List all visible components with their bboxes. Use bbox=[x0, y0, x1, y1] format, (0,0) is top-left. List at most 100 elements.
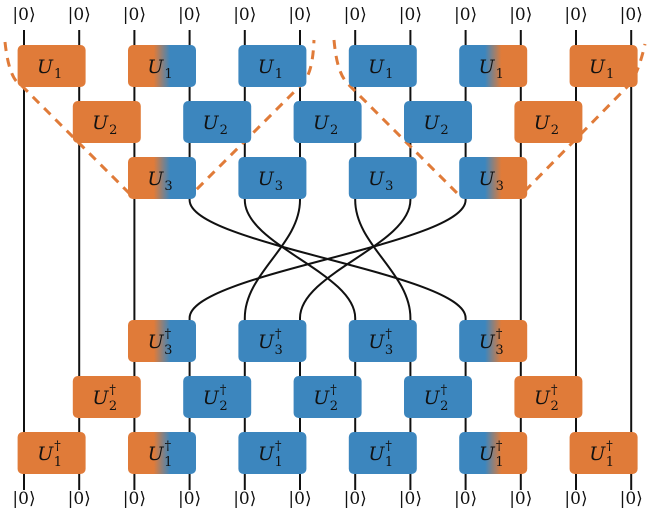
gate-decoder-U1-dagger-wires-2-3: U†1 bbox=[128, 432, 196, 474]
gate-label: U3 bbox=[147, 168, 172, 194]
ket-zero-bottom-6: |0⟩ bbox=[344, 489, 367, 509]
gate-label: U1 bbox=[258, 56, 283, 82]
crossing-wire-7-to-5 bbox=[299, 199, 412, 319]
gate-box bbox=[293, 101, 362, 143]
gate-encoder-U2-wires-5-6: U2 bbox=[293, 101, 362, 143]
gate-encoder-U3-wires-8-9: U3 bbox=[459, 157, 528, 199]
ket-labels: |0⟩ |0⟩ |0⟩ |0⟩ |0⟩ |0⟩ |0⟩ |0⟩ |0⟩ |0⟩ |0⟩ |0⟩ |0⟩ |… bbox=[12, 5, 642, 509]
ket-zero-bottom-9: |0⟩ bbox=[509, 489, 532, 509]
gate-encoder-U1-wires-8-9: U1 bbox=[459, 45, 528, 87]
ket-zero-top-2: |0⟩ bbox=[123, 5, 146, 25]
gate-label: U†3 bbox=[148, 327, 173, 358]
gate-decoder-U2-dagger-wires-5-6: U†2 bbox=[293, 376, 362, 418]
gate-label: U†2 bbox=[313, 383, 338, 414]
gate-label: U1 bbox=[37, 56, 62, 82]
gate-box bbox=[238, 45, 307, 87]
gate-label: U†1 bbox=[368, 439, 393, 470]
light-cones bbox=[3, 39, 647, 198]
gate-encoder-U1-wires-0-1: U1 bbox=[17, 45, 86, 87]
gate-box bbox=[183, 101, 252, 143]
gate-label: U3 bbox=[479, 168, 504, 194]
ket-zero-top-3: |0⟩ bbox=[178, 5, 201, 25]
ket-zero-bottom-8: |0⟩ bbox=[454, 489, 477, 509]
gate-decoder-U3-dagger-wires-6-7: U†3 bbox=[348, 320, 417, 362]
gate-encoder-U2-wires-9-10: U2 bbox=[514, 101, 583, 143]
gate-label: U1 bbox=[589, 56, 614, 82]
crossing-wire-8-to-3 bbox=[188, 199, 467, 319]
gate-label: U2 bbox=[423, 112, 448, 138]
gate-decoder-U1-dagger-wires-10-11: U†1 bbox=[569, 432, 638, 474]
qubit-wires bbox=[23, 30, 633, 490]
gate-box bbox=[459, 432, 528, 474]
gate-box bbox=[514, 376, 583, 418]
gate-decoder-U1-dagger-wires-0-1: U†1 bbox=[17, 432, 86, 474]
crossing-wire-4-to-6 bbox=[243, 199, 357, 319]
gate-label: U1 bbox=[147, 56, 172, 82]
ket-zero-top-11: |0⟩ bbox=[620, 5, 643, 25]
gate-box bbox=[72, 101, 141, 143]
gate-box bbox=[459, 157, 528, 199]
gate-box bbox=[459, 320, 528, 362]
gate-label: U†3 bbox=[479, 327, 504, 358]
ket-zero-top-10: |0⟩ bbox=[564, 5, 587, 25]
gate-encoder-U1-wires-4-5: U1 bbox=[238, 45, 307, 87]
gate-encoder-U3-wires-6-7: U3 bbox=[348, 157, 417, 199]
gate-box bbox=[128, 157, 196, 199]
gate-label: U†2 bbox=[203, 383, 228, 414]
gate-box bbox=[128, 320, 196, 362]
ket-zero-bottom-1: |0⟩ bbox=[68, 489, 91, 509]
gate-label: U3 bbox=[368, 168, 393, 194]
ket-zero-top-8: |0⟩ bbox=[454, 5, 477, 25]
gate-label: U†3 bbox=[368, 327, 393, 358]
crossing-wire-5-to-4 bbox=[243, 199, 301, 319]
gate-label: U2 bbox=[534, 112, 559, 138]
gate-box bbox=[404, 101, 472, 143]
gate-box bbox=[348, 157, 417, 199]
ket-zero-bottom-5: |0⟩ bbox=[288, 489, 311, 509]
gate-label: U†2 bbox=[92, 383, 117, 414]
gate-label: U1 bbox=[479, 56, 504, 82]
ket-zero-bottom-3: |0⟩ bbox=[178, 489, 201, 509]
gate-encoder-U2-wires-7-8: U2 bbox=[404, 101, 472, 143]
gate-box bbox=[238, 320, 307, 362]
gate-decoder-U3-dagger-wires-2-3: U†3 bbox=[128, 320, 196, 362]
gate-box bbox=[348, 320, 417, 362]
gate-encoder-U2-wires-3-4: U2 bbox=[183, 101, 252, 143]
gate-box bbox=[348, 45, 417, 87]
gate-decoder-U2-dagger-wires-1-2: U†2 bbox=[72, 376, 141, 418]
gate-label: U†2 bbox=[424, 383, 449, 414]
gate-box bbox=[183, 376, 252, 418]
gate-label: U†1 bbox=[37, 439, 62, 470]
gate-decoder-U2-dagger-wires-9-10: U†2 bbox=[514, 376, 583, 418]
ket-zero-bottom-2: |0⟩ bbox=[123, 489, 146, 509]
ket-zero-top-7: |0⟩ bbox=[399, 5, 422, 25]
gate-decoder-U3-dagger-wires-8-9: U†3 bbox=[459, 320, 528, 362]
gate-box bbox=[293, 376, 362, 418]
gate-label: U3 bbox=[258, 168, 283, 194]
gate-box bbox=[128, 45, 196, 87]
ket-zero-top-6: |0⟩ bbox=[344, 5, 367, 25]
gate-box bbox=[238, 432, 307, 474]
gate-box bbox=[238, 157, 307, 199]
ket-zero-bottom-7: |0⟩ bbox=[399, 489, 422, 509]
gate-label: U†2 bbox=[534, 383, 559, 414]
gate-decoder-U1-dagger-wires-4-5: U†1 bbox=[238, 432, 307, 474]
gate-box bbox=[569, 45, 638, 87]
gate-label: U†1 bbox=[148, 439, 173, 470]
gate-encoder-U1-wires-6-7: U1 bbox=[348, 45, 417, 87]
ket-zero-bottom-4: |0⟩ bbox=[233, 489, 256, 509]
ket-zero-top-1: |0⟩ bbox=[68, 5, 91, 25]
light-cone-left bbox=[3, 39, 316, 198]
light-cone-right bbox=[332, 39, 647, 198]
gate-encoder-U1-wires-10-11: U1 bbox=[569, 45, 638, 87]
ket-zero-bottom-10: |0⟩ bbox=[564, 489, 587, 509]
gate-decoder-U1-dagger-wires-6-7: U†1 bbox=[348, 432, 417, 474]
gate-box bbox=[404, 376, 472, 418]
gate-box bbox=[17, 45, 86, 87]
gate-label: U†1 bbox=[589, 439, 614, 470]
gate-encoder-U3-wires-4-5: U3 bbox=[238, 157, 307, 199]
gate-label: U2 bbox=[92, 112, 117, 138]
gate-encoder-U3-wires-2-3: U3 bbox=[128, 157, 196, 199]
